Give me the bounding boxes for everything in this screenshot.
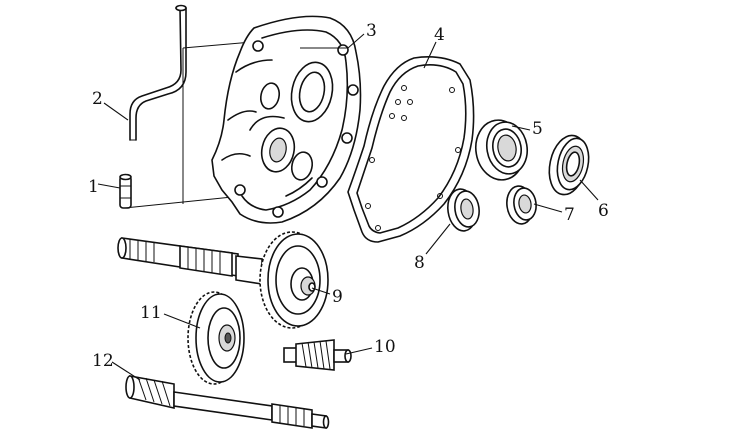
bearing-large [474, 119, 529, 181]
bearing-small-right [506, 185, 537, 225]
callout-9: 9 [332, 287, 343, 307]
drive-shaft-gear [117, 231, 329, 329]
breather-tube [129, 4, 187, 141]
leader-lines [97, 33, 599, 381]
callout-1: 1 [88, 177, 99, 197]
dowel-pin [119, 173, 132, 209]
callout-6: 6 [598, 201, 609, 221]
callout-12: 12 [92, 351, 114, 371]
pinion-shaft [283, 339, 352, 371]
callout-2: 2 [92, 89, 103, 109]
transmission-cover [211, 15, 362, 224]
callouts: 1 2 3 4 5 6 7 8 9 10 11 12 [88, 21, 609, 371]
bearing-small-left [447, 188, 480, 232]
intermediate-gear [187, 291, 245, 385]
callout-10: 10 [374, 337, 396, 357]
callout-8: 8 [414, 253, 425, 273]
callout-7: 7 [564, 205, 575, 225]
callout-3: 3 [366, 21, 377, 41]
callout-4: 4 [434, 25, 445, 45]
output-shaft [125, 375, 330, 429]
callout-5: 5 [532, 119, 543, 139]
oil-seal [548, 134, 590, 196]
callout-11: 11 [140, 303, 162, 323]
cover-gasket [347, 56, 475, 243]
